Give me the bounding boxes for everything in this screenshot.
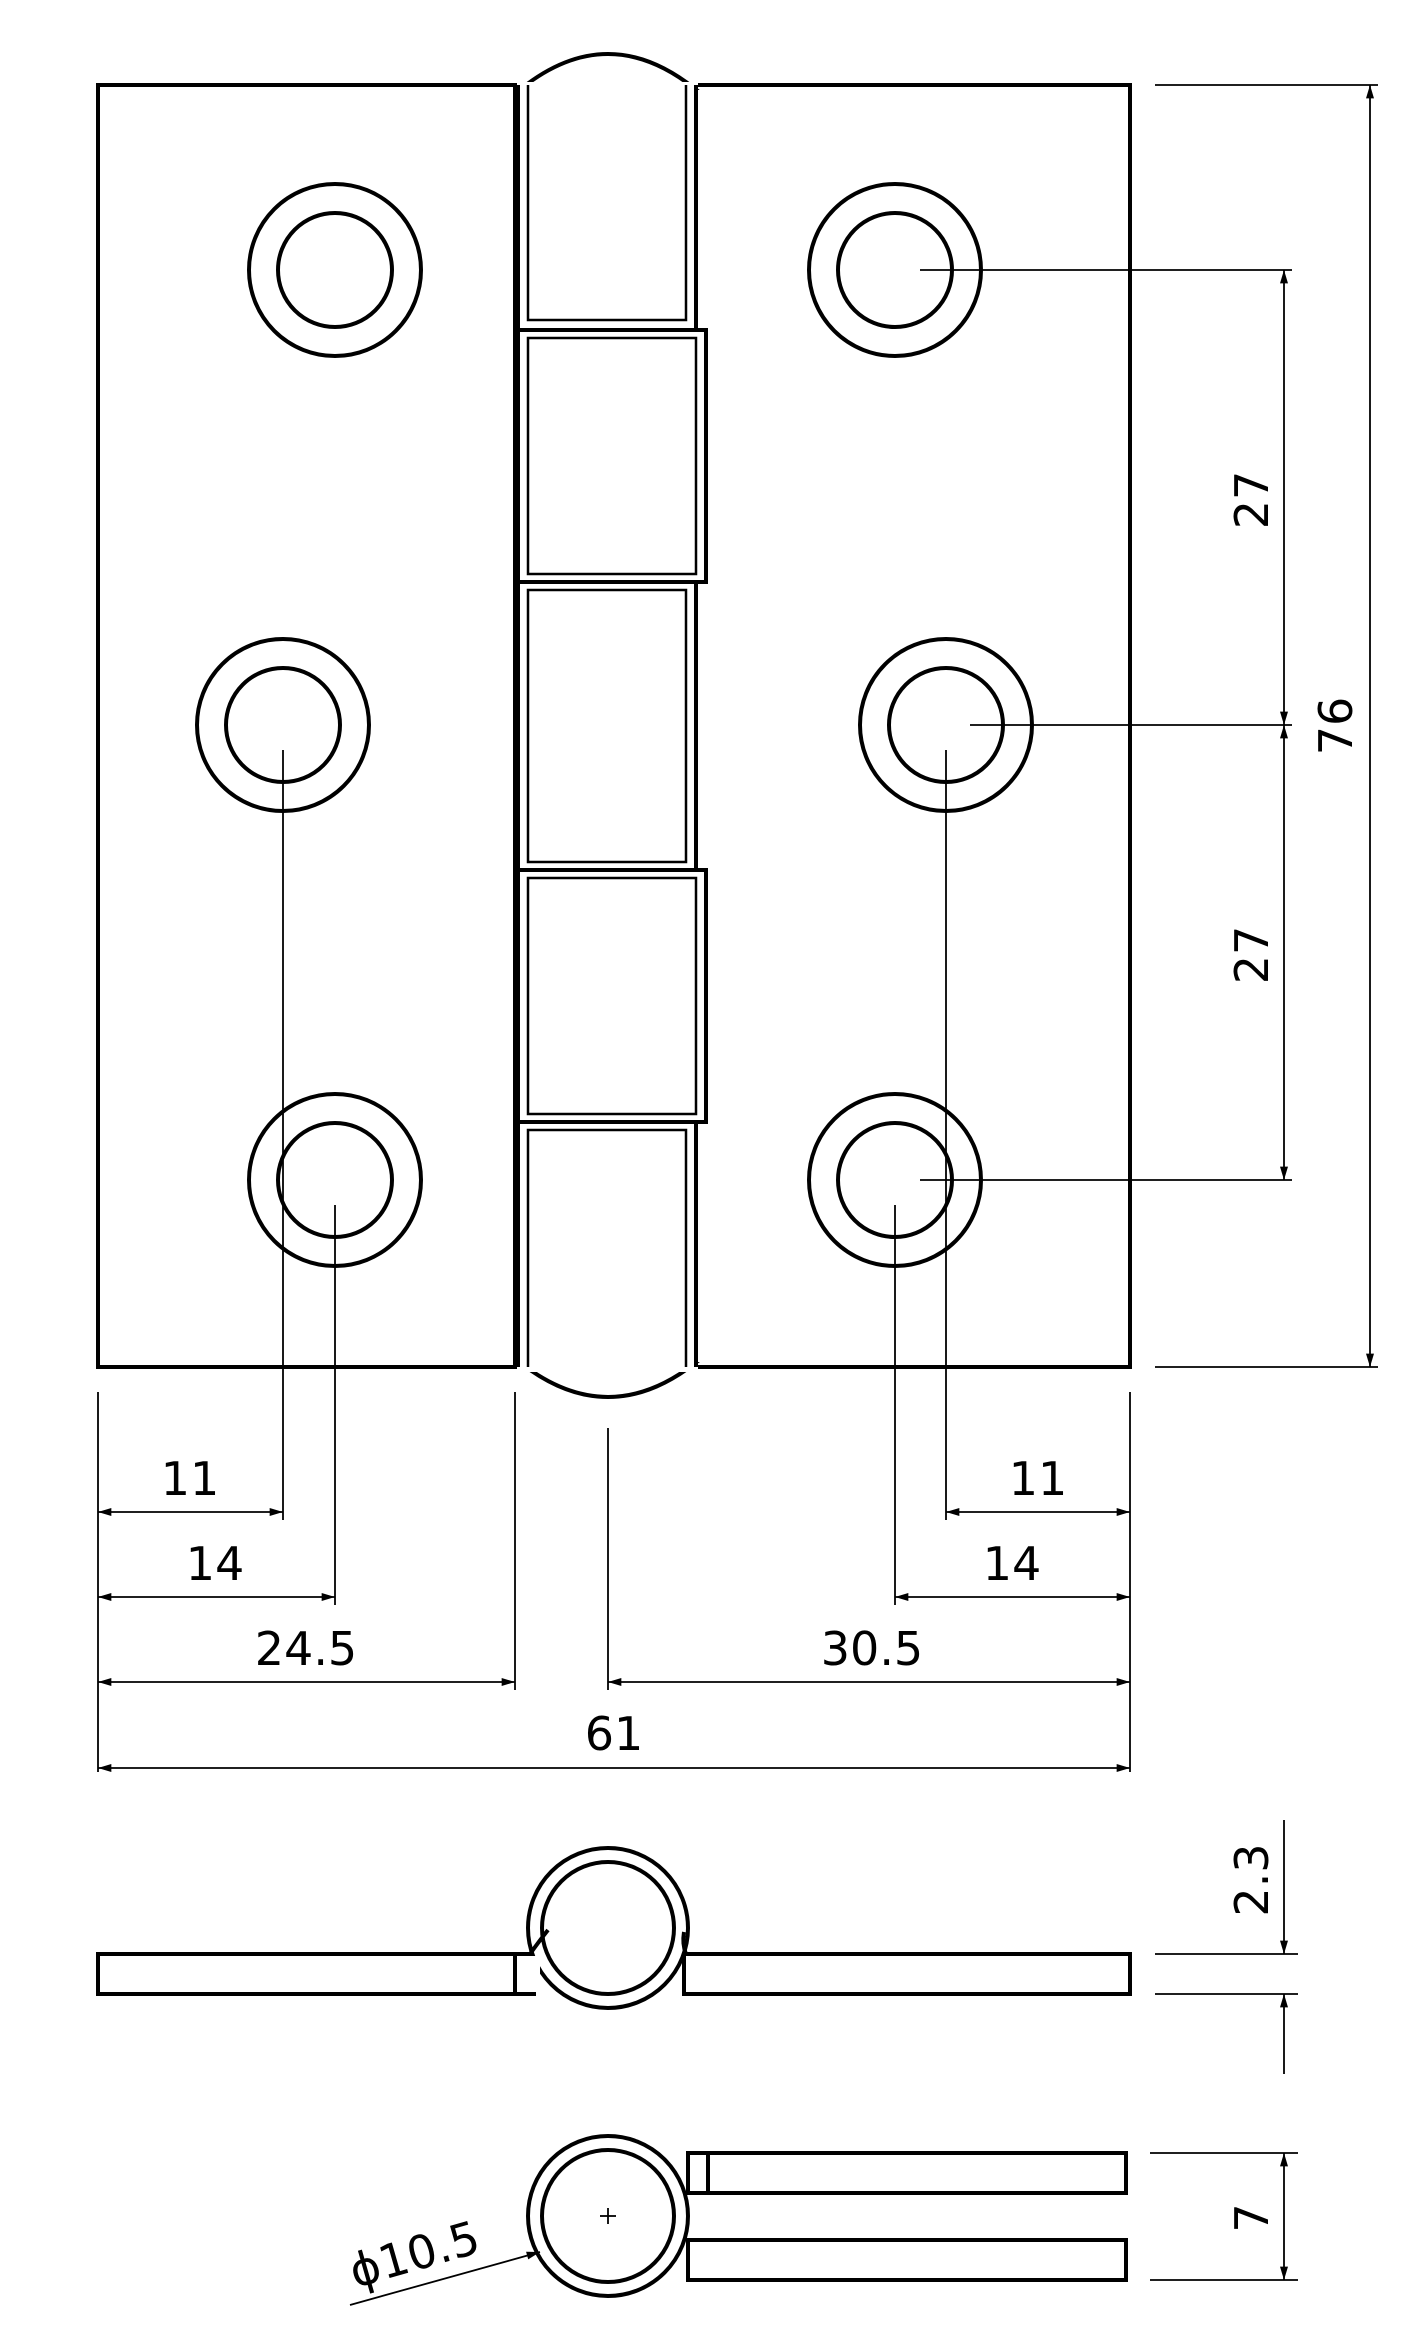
dim-right-11: 11 (1009, 1452, 1068, 1506)
end-leaf-bottom (686, 2238, 1128, 2282)
dim-left-24-5: 24.5 (255, 1622, 357, 1676)
side-view-flat: 2.3 (96, 1820, 1298, 2074)
screw-hole-left-top (247, 182, 423, 358)
horizontal-dimensions: 11 14 24.5 11 14 30.5 61 (97, 750, 1131, 1772)
dim-left-11: 11 (161, 1452, 220, 1506)
front-view (96, 52, 1132, 1399)
end-leaf-top (686, 2151, 1128, 2195)
dim-thickness-2-3: 2.3 (1225, 1843, 1279, 1916)
end-view-folded: ϕ10.5 7 (343, 2134, 1298, 2306)
dim-open-gap-7: 7 (1225, 2203, 1279, 2232)
knuckle-segment-2 (516, 328, 708, 584)
dim-overall-width-61: 61 (585, 1707, 644, 1761)
side-knuckle-inner (540, 1860, 676, 1996)
side-leaf-left (96, 1952, 536, 1996)
dim-hole-spacing-bottom-27: 27 (1225, 926, 1279, 985)
knuckle-bottom-dome (516, 1362, 700, 1399)
dim-overall-height-76: 76 (1309, 697, 1363, 756)
right-leaf (694, 83, 1132, 1369)
dim-left-14: 14 (186, 1537, 245, 1591)
vertical-dimensions: 27 27 76 (920, 84, 1378, 1368)
dim-right-14: 14 (983, 1537, 1042, 1591)
side-leaf-right (682, 1952, 1132, 1996)
left-leaf (96, 83, 517, 1369)
knuckle-segment-5 (516, 1120, 698, 1367)
knuckle-top-dome (516, 52, 700, 90)
dim-right-30-5: 30.5 (821, 1622, 923, 1676)
dim-knuckle-diameter: ϕ10.5 (343, 2210, 486, 2299)
knuckle-segment-4 (516, 868, 708, 1124)
dim-hole-spacing-top-27: 27 (1225, 471, 1279, 530)
